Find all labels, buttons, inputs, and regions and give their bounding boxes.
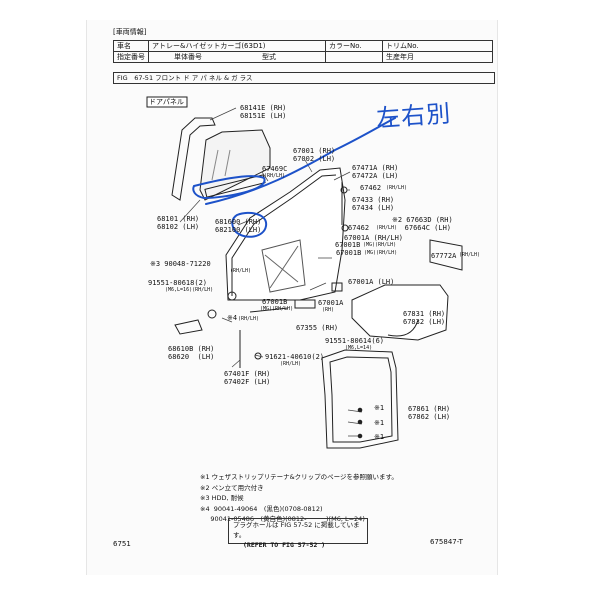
- diagram-lines: [146, 96, 463, 449]
- reference-box: プラグホールは FIG 57-52 に掲載しています。 (REFER TO FI…: [228, 518, 368, 549]
- label-67001b-3-sub: (MG)(RH/LH): [260, 306, 294, 312]
- door-regulator: [261, 239, 306, 293]
- table-cell: 生産年月: [382, 51, 493, 63]
- label-90048-sub: (RH/LH): [230, 268, 252, 274]
- catalog-code: 675847-T: [430, 538, 463, 546]
- label-91551a: 91551-80618(2): [148, 279, 208, 287]
- door-trim-pocket: [387, 319, 419, 337]
- label-67772: 67772A: [431, 252, 457, 260]
- label-67462a: 67462: [360, 184, 382, 192]
- label-67001a-3: 67001A: [318, 299, 344, 307]
- label-91621-sub: (RH/LH): [280, 361, 302, 367]
- label-67001b-2-sub: (MG)(RH/LH): [364, 250, 398, 256]
- label-67462b-sub: (RH/LH): [376, 225, 398, 231]
- label-67355: 67355 (RH): [296, 324, 339, 332]
- label-68610: 68610B (RH) 68620 (LH): [168, 345, 215, 361]
- footnotes: ※1 ウェザストリップリテーナ&クリップのページを参照願います。 ※2 ペン立て…: [200, 473, 398, 523]
- fig-title: FIG 67-51 フロント ド ア パ ネル & ガ ラス: [113, 72, 495, 84]
- door-glass: [199, 129, 271, 201]
- handwritten-circle: [192, 175, 266, 200]
- clip-marker: [357, 407, 363, 413]
- label-note1-a: ※1: [374, 404, 385, 412]
- table-row: 車名 アトレー&ハイゼットカーゴ(63D1) カラーNo. トリムNo.: [113, 40, 493, 52]
- handwritten-circle: [231, 211, 268, 238]
- table-cell: 単体番号 型式: [148, 51, 326, 63]
- label-68101: 68101 (RH) 68102 (LH): [157, 215, 200, 231]
- label-681600: 681600 (RH) 682100 (LH): [215, 218, 262, 234]
- label-67001a-3-sub: (RH): [322, 307, 335, 313]
- leader-lines: [179, 107, 363, 437]
- outer-handle-67355: [294, 299, 316, 309]
- clip-marker: [357, 433, 363, 439]
- label-67401: 67401F (RH) 67402F (LH): [224, 370, 271, 386]
- label-91551b-sub: (M6,L=14): [345, 345, 373, 351]
- page-number: 6751: [113, 540, 131, 548]
- label-67663: ※2 67663D (RH) 67664C (LH): [392, 216, 453, 232]
- weatherstrip-inner: [329, 356, 393, 443]
- run-channel: [171, 117, 216, 201]
- reference-text: プラグホールは FIG 57-52 に掲載しています。: [233, 521, 360, 539]
- table-row: 指定番号 単体番号型式 生産年月: [113, 51, 493, 63]
- label-91551b: 91551-80614(6): [325, 337, 385, 345]
- label-67001a-2: 67001A (LH): [348, 278, 395, 286]
- label-67861: 67861 (RH) 67862 (LH): [408, 405, 451, 421]
- clip-marker: [357, 419, 363, 425]
- label-67001b-3: 67001B: [262, 298, 288, 306]
- door-panel-box: [146, 96, 188, 108]
- label-67001b-1-sub: (MG)(RH/LH): [363, 242, 397, 248]
- panel-part-67001a: [331, 282, 343, 292]
- label-67831: 67831 (RH) 67832 (LH): [403, 310, 446, 326]
- bolt: [207, 309, 217, 319]
- label-67462b: 67462: [348, 224, 370, 232]
- handwritten-note: 左右別: [375, 99, 453, 133]
- bolt: [227, 291, 237, 301]
- reference-text-en: (REFER TO FIG 57-52 ): [243, 541, 326, 549]
- weatherstrip-outer: [321, 349, 399, 449]
- label-note4-mark: ※4: [227, 314, 238, 322]
- clip-67462: [341, 224, 349, 232]
- door-rod: [249, 307, 289, 313]
- label-67001b-2: 67001B: [336, 249, 362, 257]
- label-door-panel: ドアパネル: [149, 98, 184, 106]
- label-67469-sub: (RH/LH): [264, 173, 286, 179]
- mirror-mount-67772: [429, 239, 463, 271]
- label-91551a-sub: (M6,L=16)(RH/LH): [165, 287, 214, 293]
- label-67001a-1: 67001A (RH/LH): [344, 234, 404, 242]
- vehicle-info-table: 車名 アトレー&ハイゼットカーゴ(63D1) カラーNo. トリムNo. 指定番…: [113, 40, 493, 63]
- table-cell-text: 単体番号: [174, 53, 202, 61]
- label-67001b-1: 67001B: [335, 241, 361, 249]
- glass-shading: [211, 149, 231, 181]
- bolt: [254, 352, 262, 360]
- label-note1-c: ※1: [374, 433, 385, 441]
- label-67469: 67469C: [262, 165, 288, 173]
- fig-title-text: FIG 67-51 フロント ド ア パ ネル & ガ ラス: [117, 74, 253, 82]
- door-trim: [351, 284, 449, 341]
- section-label: [車両情報]: [113, 28, 147, 36]
- label-67001: 67001 (RH) 67002 (LH): [293, 147, 336, 163]
- handwriting-marks: [192, 117, 396, 238]
- hinge-68610: [174, 319, 203, 335]
- label-note1-b: ※1: [374, 419, 385, 427]
- label-91621: 91621-40610(2): [265, 353, 325, 361]
- label-90048: ※3 90048-71220: [150, 260, 211, 268]
- label-67462a-sub: (RH/LH): [386, 185, 408, 191]
- table-cell-text: 型式: [262, 53, 276, 61]
- label-67433: 67433 (RH) 67434 (LH): [352, 196, 395, 212]
- door-panel: [225, 167, 346, 301]
- label-note4-sub: (RH/LH): [238, 316, 260, 322]
- label-67772-sub: (RH/LH): [459, 252, 481, 258]
- label-68141: 68141E (RH) 68151E (LH): [240, 104, 287, 120]
- door-panel-inner: [231, 174, 337, 296]
- label-67471: 67471A (RH) 67472A (LH): [352, 164, 399, 180]
- regulator-arms: [264, 245, 299, 289]
